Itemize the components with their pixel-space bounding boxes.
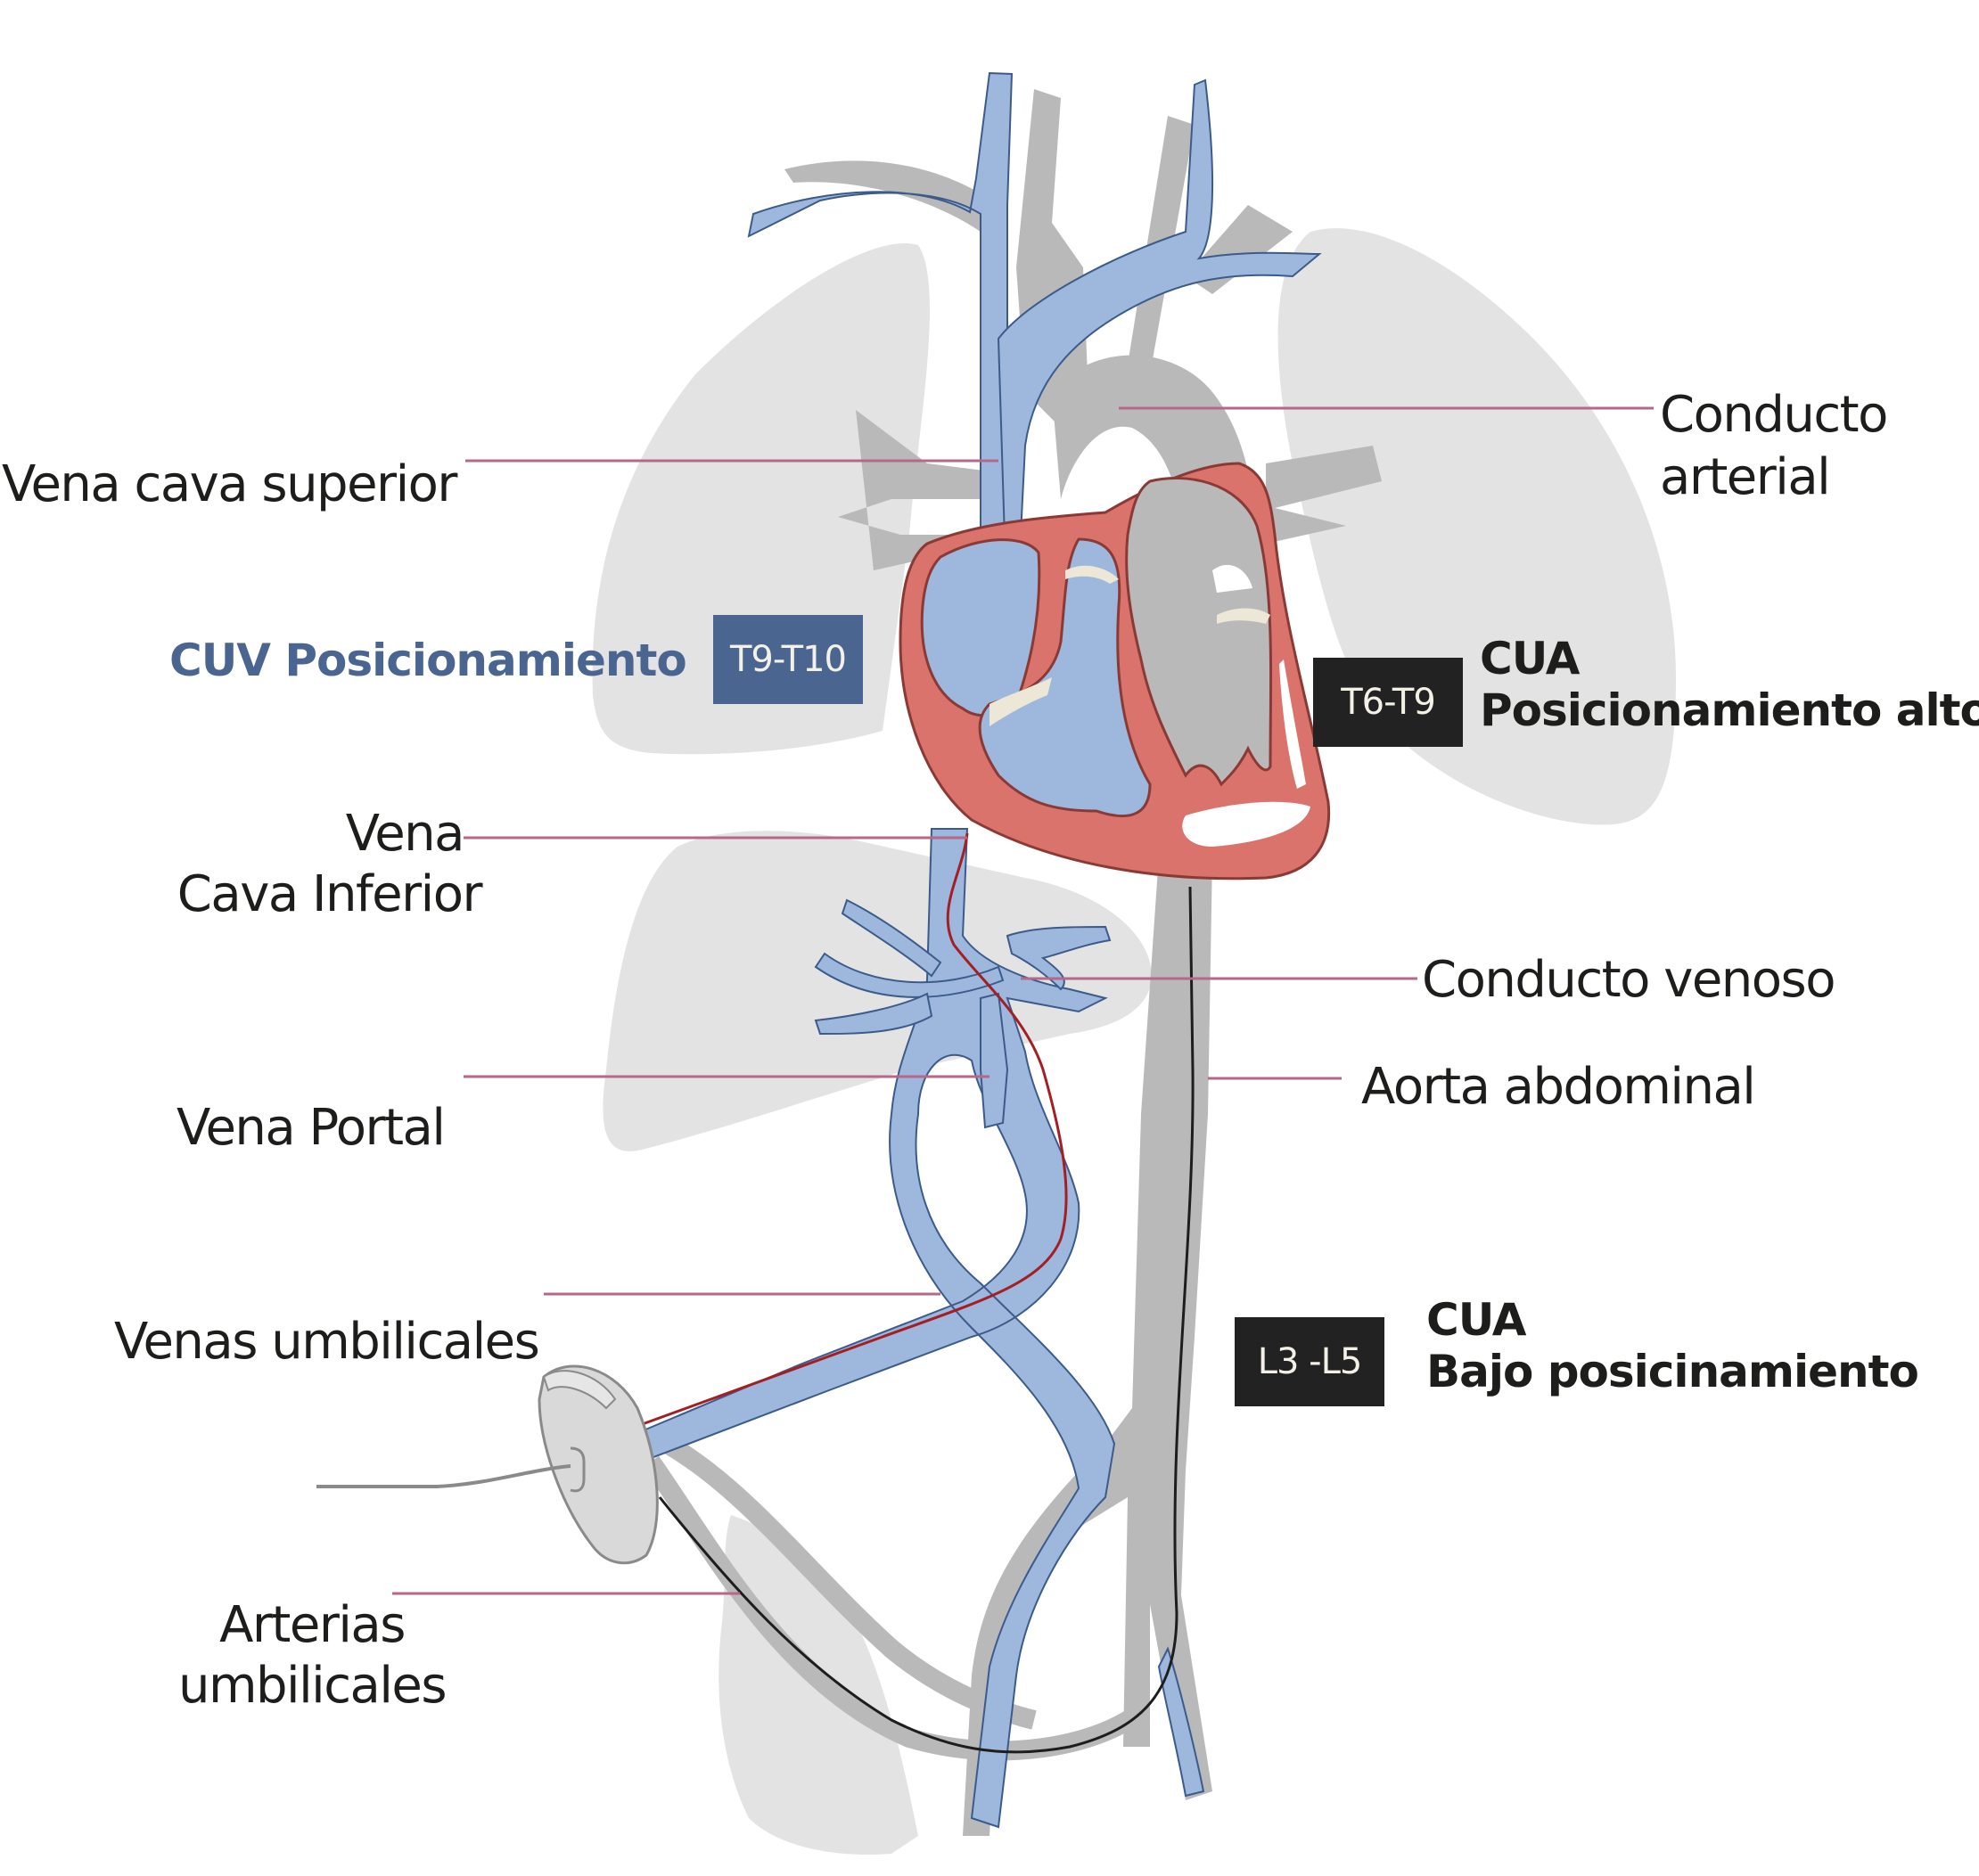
leader-lines [392,406,1654,1595]
label-venas-umbilicales: Venas umbilicales [114,1313,540,1371]
cua-high-subtitle: Posicionamiento alto [1480,684,1979,736]
label-conducto-arterial-line2: arterial [1660,448,1831,506]
venous-system [631,71,1322,1829]
label-vena-portal: Vena Portal [177,1099,446,1157]
label-arterias-umbilicales-line2: umbilicales [177,1657,448,1715]
clamp-wire [316,1464,571,1488]
heart [899,462,1331,881]
cua-high-level-badge: T6-T9 [1313,658,1463,747]
valve-mitral [1217,608,1270,624]
valve-tricuspid [990,677,1052,726]
right-ventricle [978,537,1152,817]
umbilical-venous-catheter [636,832,1068,1428]
hepatic-branch-left2 [814,952,1005,998]
cuv-position-title: CUV Posicionamiento [169,635,687,686]
label-conducto-arterial-line1: Conducto [1660,386,1888,444]
iliac-vein-right [1157,1646,1205,1798]
hepatic-branch-left [841,898,942,978]
ductus-venosus-branch [1006,925,1112,991]
cua-low-level-badge: L3 -L5 [1235,1317,1384,1406]
label-conducto-venoso: Conducto venoso [1422,951,1836,1009]
umbilical-artery-right [642,1455,1147,1761]
valve-pulmonary [1065,565,1119,584]
label-aorta-abdominal: Aorta abdominal [1361,1058,1756,1116]
cua-high-title: CUA [1480,633,1580,684]
cua-low-subtitle: Bajo posicinamiento [1426,1346,1919,1397]
heart-highlight-side [1279,659,1306,789]
label-vena-cava-inferior-line2: Cava Inferior [177,865,483,923]
cuv-level-badge: T9-T10 [713,615,863,704]
umbilical-arterial-catheter [658,886,1195,1754]
cua-low-title: CUA [1426,1294,1526,1346]
hepatic-branch-left3 [814,992,933,1036]
portal-vein-branch [980,992,1009,1129]
umbilical-stump [316,1364,659,1565]
label-vena-cava-inferior-line1: Vena [345,805,465,863]
brachiocephalic-vein [997,78,1322,625]
left-atrium-highlight [1212,564,1252,593]
label-arterias-umbilicales-line1: Arterias [219,1596,406,1654]
heart-highlight-bottom [1182,801,1310,847]
left-ventricle [1125,477,1273,787]
label-vena-cava-superior: Vena cava superior [2,455,457,513]
right-atrium [920,538,1041,717]
